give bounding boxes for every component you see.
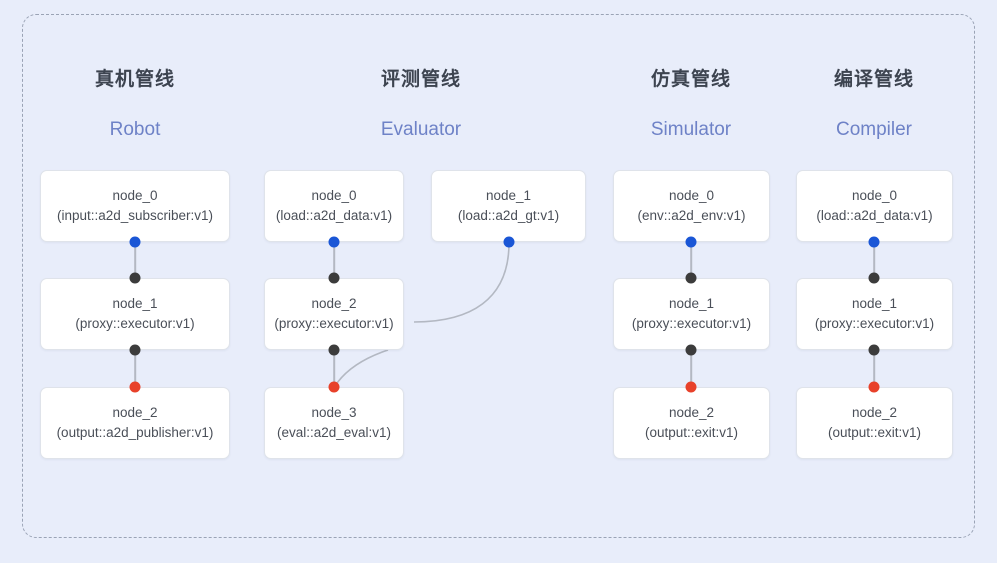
port-robot-1-out[interactable] xyxy=(129,344,141,356)
port-eval-1-out[interactable] xyxy=(503,236,515,248)
node-eval-0-type: (load::a2d_data:v1) xyxy=(275,208,393,223)
port-eval-2-out[interactable] xyxy=(328,344,340,356)
node-robot-0-type: (input::a2d_subscriber:v1) xyxy=(56,208,214,223)
link-comp-1-2 xyxy=(873,350,875,387)
node-sim-0-type: (env::a2d_env:v1) xyxy=(637,208,746,223)
node-sim-0[interactable]: node_0 (env::a2d_env:v1) xyxy=(613,170,770,242)
node-comp-0-type: (load::a2d_data:v1) xyxy=(816,208,933,223)
node-robot-2-name: node_2 xyxy=(112,405,158,421)
link-sim-0-1 xyxy=(690,242,692,278)
link-comp-0-1 xyxy=(873,242,875,278)
node-eval-1[interactable]: node_1 (load::a2d_gt:v1) xyxy=(431,170,586,242)
node-robot-2[interactable]: node_2 (output::a2d_publisher:v1) xyxy=(40,387,230,459)
port-robot-2-in[interactable] xyxy=(129,381,141,393)
node-eval-3-type: (eval::a2d_eval:v1) xyxy=(276,425,392,440)
link-eval-2-3 xyxy=(333,350,335,387)
node-robot-1[interactable]: node_1 (proxy::executor:v1) xyxy=(40,278,230,350)
node-sim-2[interactable]: node_2 (output::exit:v1) xyxy=(613,387,770,459)
node-eval-0-name: node_0 xyxy=(311,188,357,204)
node-robot-1-type: (proxy::executor:v1) xyxy=(75,316,195,331)
node-comp-2-name: node_2 xyxy=(851,405,898,421)
node-sim-0-name: node_0 xyxy=(668,188,715,204)
node-eval-2-type: (proxy::executor:v1) xyxy=(274,316,394,331)
node-eval-2[interactable]: node_2 (proxy::executor:v1) xyxy=(264,278,404,350)
link-eval-0-2 xyxy=(333,242,335,278)
node-comp-0[interactable]: node_0 (load::a2d_data:v1) xyxy=(796,170,953,242)
port-sim-0-out[interactable] xyxy=(685,236,697,248)
link-sim-1-2 xyxy=(690,350,692,387)
node-robot-2-type: (output::a2d_publisher:v1) xyxy=(56,425,214,440)
node-eval-1-type: (load::a2d_gt:v1) xyxy=(457,208,560,223)
node-robot-1-name: node_1 xyxy=(112,296,158,312)
node-sim-2-name: node_2 xyxy=(668,405,715,421)
node-eval-1-name: node_1 xyxy=(485,188,532,204)
port-sim-2-in[interactable] xyxy=(685,381,697,393)
port-eval-2-in[interactable] xyxy=(328,272,340,284)
pipeline-group-frame xyxy=(22,14,975,538)
node-sim-1[interactable]: node_1 (proxy::executor:v1) xyxy=(613,278,770,350)
node-sim-2-type: (output::exit:v1) xyxy=(644,425,739,440)
port-eval-0-out[interactable] xyxy=(328,236,340,248)
node-sim-1-type: (proxy::executor:v1) xyxy=(631,316,752,331)
node-comp-2-type: (output::exit:v1) xyxy=(827,425,922,440)
port-comp-2-in[interactable] xyxy=(868,381,880,393)
port-robot-0-out[interactable] xyxy=(129,236,141,248)
port-robot-1-in[interactable] xyxy=(129,272,141,284)
node-robot-0[interactable]: node_0 (input::a2d_subscriber:v1) xyxy=(40,170,230,242)
node-robot-0-name: node_0 xyxy=(112,188,158,204)
node-comp-1-name: node_1 xyxy=(851,296,898,312)
node-sim-1-name: node_1 xyxy=(668,296,715,312)
node-comp-1[interactable]: node_1 (proxy::executor:v1) xyxy=(796,278,953,350)
link-robot-0-1 xyxy=(134,242,136,278)
node-eval-3[interactable]: node_3 (eval::a2d_eval:v1) xyxy=(264,387,404,459)
node-eval-0[interactable]: node_0 (load::a2d_data:v1) xyxy=(264,170,404,242)
node-comp-1-type: (proxy::executor:v1) xyxy=(814,316,935,331)
node-eval-2-name: node_2 xyxy=(311,296,357,312)
link-robot-1-2 xyxy=(134,350,136,387)
port-eval-3-in[interactable] xyxy=(328,381,340,393)
node-eval-3-name: node_3 xyxy=(311,405,357,421)
port-comp-0-out[interactable] xyxy=(868,236,880,248)
port-sim-1-in[interactable] xyxy=(685,272,697,284)
port-comp-1-in[interactable] xyxy=(868,272,880,284)
node-comp-0-name: node_0 xyxy=(851,188,898,204)
port-sim-1-out[interactable] xyxy=(685,344,697,356)
port-comp-1-out[interactable] xyxy=(868,344,880,356)
node-comp-2[interactable]: node_2 (output::exit:v1) xyxy=(796,387,953,459)
